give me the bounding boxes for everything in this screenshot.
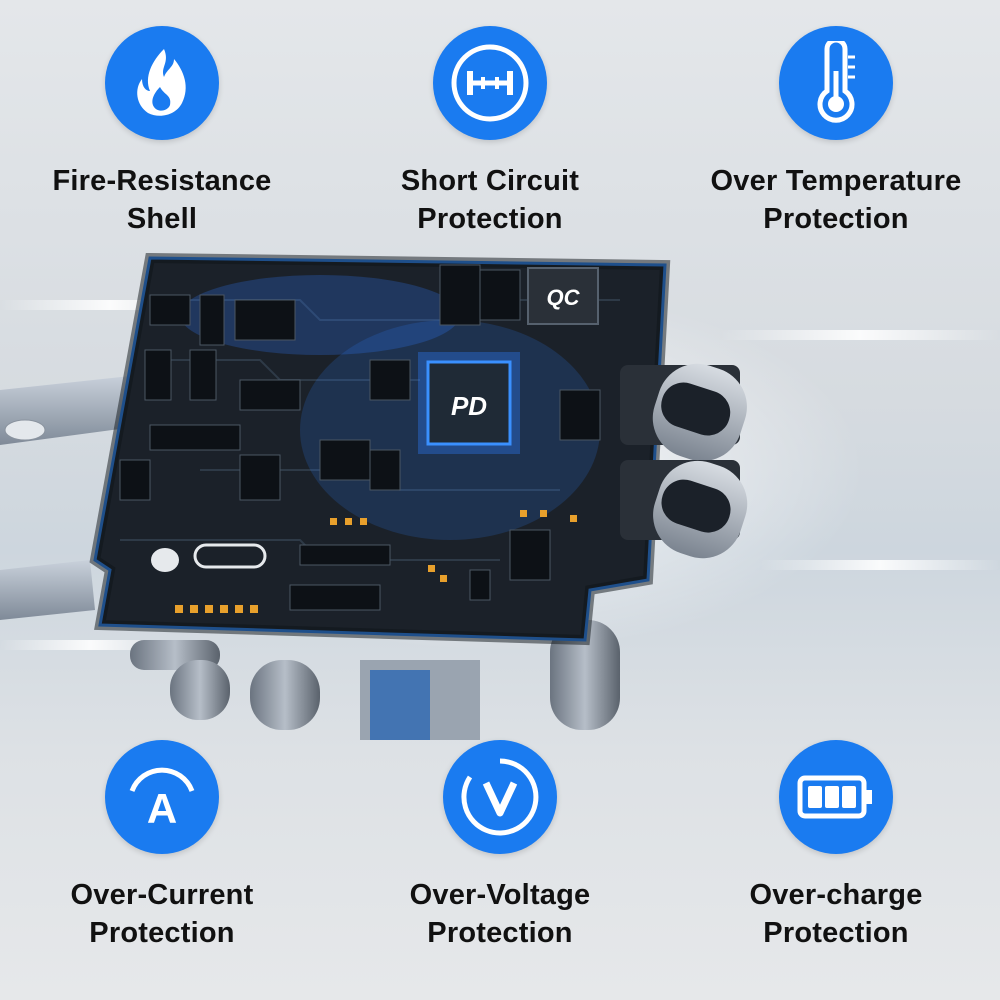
light-streak bbox=[0, 300, 220, 310]
feature-over-temperature: Over Temperature Protection bbox=[686, 26, 986, 238]
ammeter-icon: A bbox=[105, 740, 219, 854]
voltmeter-icon bbox=[443, 740, 557, 854]
feature-over-voltage: Over-Voltage Protection bbox=[350, 740, 650, 952]
qc-chip-label: QC bbox=[547, 285, 581, 310]
feature-label: Over Temperature Protection bbox=[710, 165, 962, 235]
pd-chip-label: PD bbox=[451, 391, 487, 421]
flame-icon bbox=[105, 26, 219, 140]
feature-label: Short Circuit Protection bbox=[400, 165, 580, 235]
light-streak bbox=[0, 640, 180, 650]
circuit-board: QC PD bbox=[89, 252, 671, 646]
light-streak bbox=[760, 560, 1000, 570]
feature-label: Over-Current Protection bbox=[70, 879, 254, 949]
feature-label: Over-Voltage Protection bbox=[409, 879, 591, 949]
feature-label: Fire-Resistance Shell bbox=[52, 165, 272, 235]
battery-icon bbox=[779, 740, 893, 854]
usb-c-ports bbox=[620, 363, 748, 559]
feature-fire-resistance: Fire-Resistance Shell bbox=[12, 26, 312, 238]
feature-over-current: A Over-Current Protection bbox=[12, 740, 312, 952]
qc-chip: QC bbox=[527, 267, 599, 325]
light-streak bbox=[720, 330, 1000, 340]
pd-chip: PD bbox=[418, 352, 520, 454]
plug-pins bbox=[130, 620, 620, 740]
svg-text:A: A bbox=[147, 785, 177, 832]
feature-over-charge: Over-charge Protection bbox=[686, 740, 986, 952]
charger-circuit-board-illustration: QC PD bbox=[0, 252, 748, 740]
feature-label: Over-charge Protection bbox=[749, 879, 923, 949]
thermometer-icon bbox=[779, 26, 893, 140]
metal-frame bbox=[0, 375, 150, 620]
feature-short-circuit: Short Circuit Protection bbox=[340, 26, 640, 238]
short-circuit-icon bbox=[433, 26, 547, 140]
